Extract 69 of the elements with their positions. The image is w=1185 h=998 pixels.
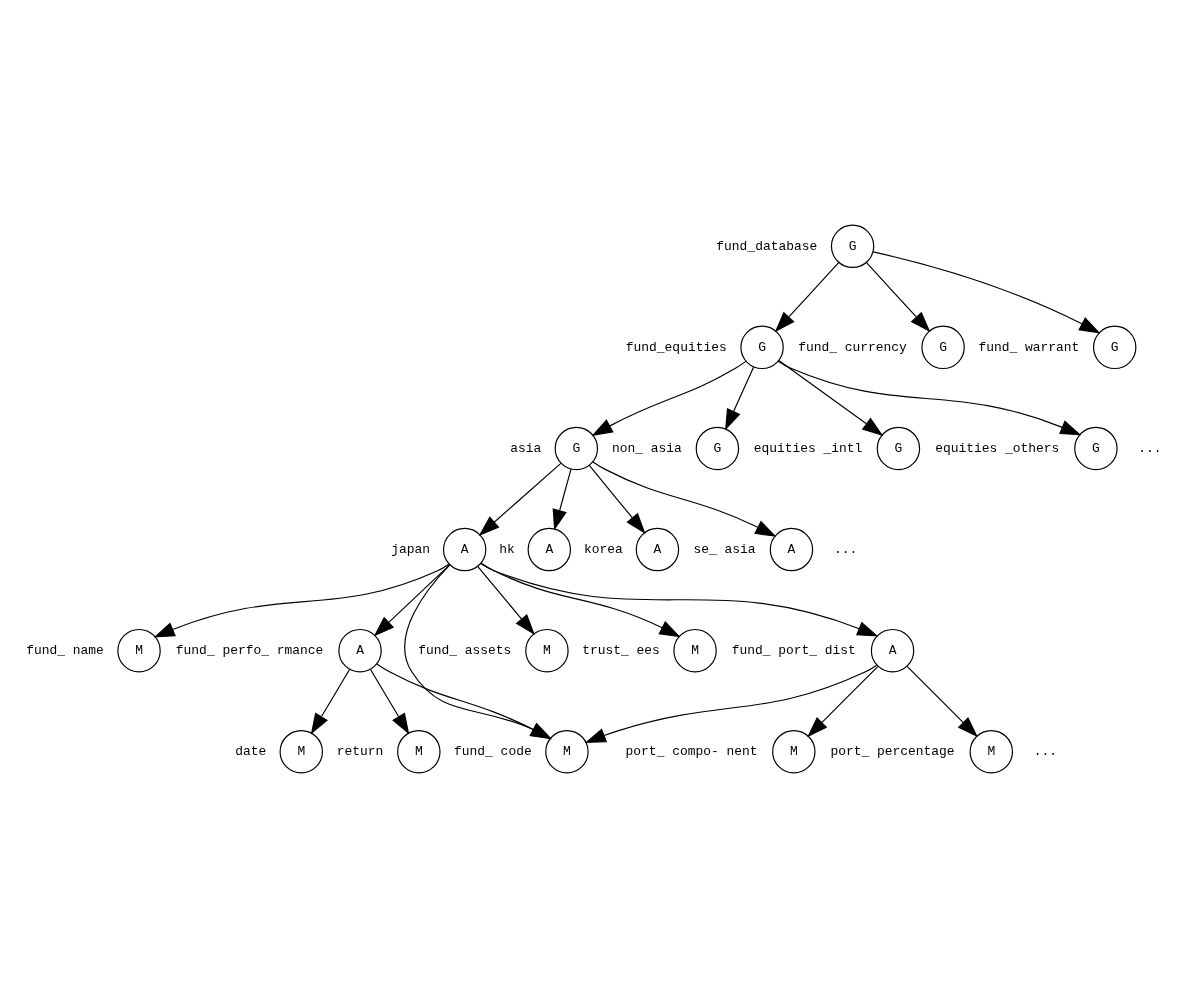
arrow — [778, 359, 884, 437]
arrow — [369, 668, 410, 735]
arrow — [552, 468, 572, 531]
node-circle: M — [397, 730, 441, 774]
node-circle: M — [673, 628, 717, 673]
node-label: trust_ ees — [582, 642, 660, 658]
arrow — [865, 261, 931, 333]
node-circle: M — [279, 730, 323, 774]
node-label: fund_ perfo_ rmance — [175, 642, 324, 658]
arrow — [478, 462, 562, 536]
arrow — [807, 665, 879, 738]
node-label: fund_ code — [454, 744, 532, 760]
node-circle: G — [740, 325, 784, 370]
node-label: fund_ port_ dist — [731, 642, 856, 658]
arrow — [591, 360, 747, 436]
node-label: fund_database — [716, 238, 818, 254]
node-circle: A — [769, 527, 814, 572]
arrow — [480, 562, 681, 638]
node-circle: G — [876, 426, 921, 471]
node-label: fund_ name — [26, 642, 104, 658]
node-circle: G — [554, 426, 599, 471]
arrow — [480, 562, 879, 637]
arrow — [310, 668, 351, 735]
arrow — [588, 464, 646, 534]
node-circle: A — [338, 628, 382, 673]
node-circle: G — [695, 426, 740, 471]
arrow — [777, 360, 1082, 436]
node-circle: M — [545, 730, 589, 774]
node-label: japan — [391, 541, 430, 557]
node-circle: M — [525, 628, 569, 673]
node-label: se_ asia — [693, 541, 756, 557]
node-circle: M — [772, 730, 816, 774]
node-circle: G — [1092, 325, 1137, 370]
node-label: korea — [583, 541, 623, 557]
node-circle: A — [527, 527, 572, 572]
node-label: equities _intl — [753, 440, 863, 456]
label: ... — [1033, 744, 1057, 760]
node-label: hk — [499, 541, 515, 557]
arrow — [592, 461, 777, 537]
node-label: fund_ assets — [418, 642, 512, 658]
arrow — [872, 251, 1101, 334]
arrow — [584, 664, 878, 743]
node-label: port_ compo- nent — [625, 744, 758, 760]
node-label: fund_equities — [625, 339, 727, 355]
node-circle: G — [1074, 426, 1118, 471]
node-circle: M — [969, 730, 1014, 774]
node-label: port_ percentage — [830, 744, 955, 760]
node-circle: G — [830, 224, 875, 268]
node-label: return — [336, 744, 384, 760]
arrow — [404, 564, 552, 740]
node-label: equities _others — [935, 440, 1060, 456]
node-circle: A — [870, 628, 915, 673]
node-label: asia — [510, 440, 542, 456]
arrow — [906, 665, 978, 738]
arrow — [376, 663, 552, 740]
node-circle: G — [921, 325, 965, 370]
arrow — [153, 563, 450, 638]
node-label: fund_ warrant — [978, 339, 1080, 355]
node-label: fund_ currency — [798, 339, 907, 355]
node-circle: A — [635, 527, 680, 572]
arrow — [725, 366, 755, 431]
node-circle: M — [117, 628, 161, 673]
label: ... — [1138, 440, 1162, 456]
node-circle: A — [442, 527, 487, 572]
node-label: date — [235, 744, 267, 760]
arrow — [477, 566, 535, 635]
node-label: non_ asia — [611, 440, 682, 456]
arrow — [774, 261, 840, 333]
label: ... — [833, 541, 858, 557]
